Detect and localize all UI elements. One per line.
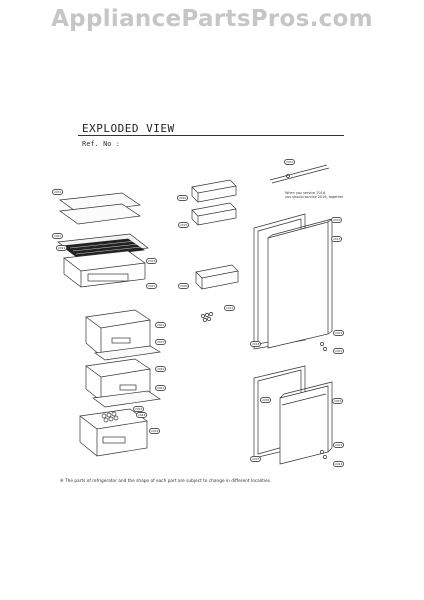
upper-door — [267, 218, 333, 349]
part-tag-gasket-lower: 2036 — [260, 397, 272, 403]
part-tag-door-bin-3: 2026 — [178, 283, 190, 289]
part-tag-drawer-2-cover: 2044 — [155, 385, 167, 391]
diagram-title: EXPLODED VIEW — [82, 122, 175, 135]
part-tag-basket-upper: 2017 — [146, 283, 158, 289]
title-divider — [78, 135, 344, 136]
ref-number-label: Ref. No : — [82, 140, 120, 148]
part-tag-shelf-top: 2031 — [52, 189, 64, 195]
watermark-text: AppliancePartsPros.com — [51, 6, 373, 32]
door-bin-middle — [191, 202, 237, 226]
lower-door — [279, 381, 333, 465]
door-bin-lower — [195, 264, 239, 290]
part-tag-drawer-3: 2043 — [136, 412, 148, 418]
part-tag-hinge-mid-a: 2021 — [333, 330, 345, 336]
part-tag-door-upper: 2013 — [331, 236, 343, 242]
part-tag-crisper-cover: 2021 — [56, 245, 68, 251]
part-tag-hinge-top: 2031 — [284, 159, 296, 165]
ice-tray — [101, 411, 119, 423]
part-tag-hinge-mid-b: 2021 — [333, 348, 345, 354]
mid-hinge-parts — [320, 342, 327, 351]
drawer-3 — [79, 408, 148, 457]
service-note-line-2: you should service 2016, together — [285, 195, 344, 200]
part-tag-gasket-lower-side: 2037 — [250, 456, 262, 462]
part-tag-drawer-1-cover: 2037 — [155, 339, 167, 345]
shelf-top-glass — [59, 192, 141, 225]
lower-hinge-parts — [320, 450, 327, 459]
part-tag-drawer-2: 2042 — [155, 366, 167, 372]
service-note-line-1: When you service 2016, — [285, 191, 327, 195]
door-bin-upper — [191, 179, 237, 203]
part-tag-gasket-upper: 2019 — [331, 217, 343, 223]
egg-holder — [201, 312, 213, 322]
drawer-1 — [85, 309, 162, 361]
part-tag-egg-tray: 2012 — [224, 305, 236, 311]
part-tag-drawer-1: 2041 — [155, 322, 167, 328]
shelf-wire-cover — [57, 233, 149, 259]
top-hinge — [269, 164, 330, 184]
part-tag-crisper-frame: 2023 — [146, 258, 158, 264]
part-tag-hinge-low-b: 2024 — [333, 461, 345, 467]
service-note: When you service 2016, you should servic… — [285, 191, 343, 200]
crisper-frame — [63, 250, 146, 288]
footnote-disclaimer: ※ The parts of refrigerator and the shap… — [60, 479, 272, 484]
part-tag-hinge-low-a: 2021 — [333, 442, 345, 448]
part-tag-shelf-glass: 2041 — [52, 233, 64, 239]
drawer-2 — [85, 358, 161, 408]
part-tag-drawer-3-front: 2014 — [149, 428, 161, 434]
part-tag-gasket-upper-side: 2018 — [250, 341, 262, 347]
part-tag-ice-tray: 2015 — [133, 406, 145, 412]
part-tag-door-bin-2: 2015 — [178, 222, 190, 228]
part-tag-door-bin-1: 2016 — [177, 195, 189, 201]
part-tag-door-lower: 2043 — [332, 398, 344, 404]
